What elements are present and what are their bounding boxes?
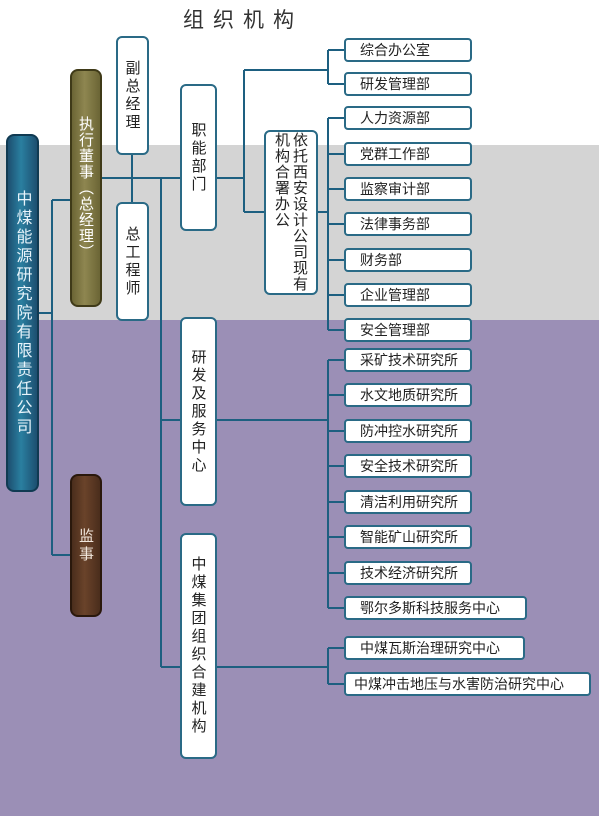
unit-supervision-audit: 监察审计部	[344, 177, 472, 201]
unit-tech-economics: 技术经济研究所	[344, 561, 472, 585]
unit-smart-mine: 智能矿山研究所	[344, 525, 472, 549]
functional-dept-node: 职能部门	[180, 84, 217, 231]
unit-mining-tech: 采矿技术研究所	[344, 348, 472, 372]
rely-office-node: 依托西安设计公司现有机构合署办公	[264, 130, 318, 295]
unit-finance: 财务部	[344, 248, 472, 272]
unit-human-resources: 人力资源部	[344, 106, 472, 130]
supervisor-node: 监事	[70, 474, 102, 617]
chief-engineer-node: 总工程师	[116, 202, 149, 321]
unit-hydrogeology: 水文地质研究所	[344, 383, 472, 407]
rd-center-node: 研发及服务中心	[180, 317, 217, 506]
unit-clean-utilization: 清洁利用研究所	[344, 490, 472, 514]
unit-ordos-service-center: 鄂尔多斯科技服务中心	[344, 596, 527, 620]
page-title: 组织机构	[183, 8, 303, 32]
unit-rd-management: 研发管理部	[344, 72, 472, 96]
unit-burst-water-control: 防冲控水研究所	[344, 419, 472, 443]
unit-rockburst-water-center: 中煤冲击地压与水害防治研究中心	[344, 672, 591, 696]
deputy-gm-node: 副总经理	[116, 36, 149, 155]
unit-legal-affairs: 法律事务部	[344, 212, 472, 236]
executive-node: 执行董事（总经理）	[70, 69, 102, 307]
group-org-node: 中煤集团组织合建机构	[180, 533, 217, 759]
unit-general-office: 综合办公室	[344, 38, 472, 62]
unit-enterprise-management: 企业管理部	[344, 283, 472, 307]
unit-gas-control-center: 中煤瓦斯治理研究中心	[344, 636, 525, 660]
unit-safety-tech: 安全技术研究所	[344, 454, 472, 478]
unit-safety-management: 安全管理部	[344, 318, 472, 342]
company-node: 中煤能源研究院有限责任公司	[6, 134, 39, 492]
unit-party-mass: 党群工作部	[344, 142, 472, 166]
